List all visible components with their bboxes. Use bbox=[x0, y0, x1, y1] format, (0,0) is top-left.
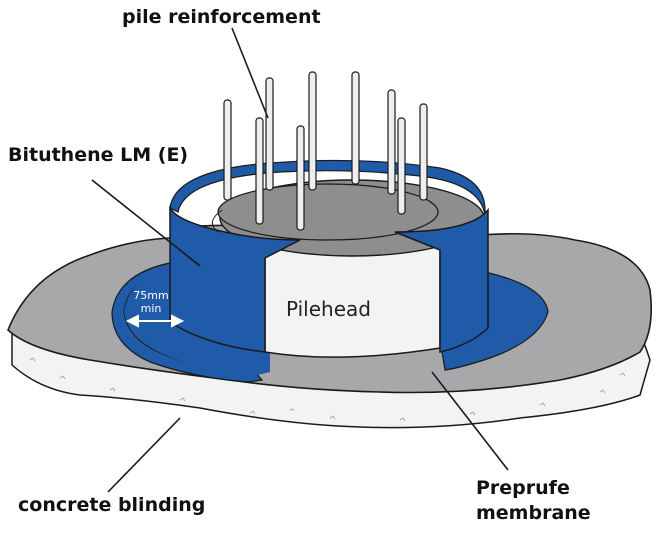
concrete-texture bbox=[29, 357, 626, 422]
preprufe-label-line2: membrane bbox=[476, 502, 591, 524]
dimension-label-line2: min bbox=[140, 302, 162, 315]
bituthene-label: Bituthene LM (E) bbox=[8, 144, 189, 166]
rebar bbox=[397, 117, 406, 215]
leader-concrete bbox=[107, 417, 181, 493]
rebar bbox=[308, 71, 317, 191]
rebar bbox=[265, 77, 274, 191]
preprufe-label-line1: Preprufe bbox=[476, 477, 570, 499]
rebar bbox=[296, 125, 305, 231]
rebar bbox=[255, 117, 264, 225]
rebar bbox=[419, 103, 428, 201]
preprufe-membrane-label: Preprufe membrane bbox=[476, 476, 591, 526]
pile-reinforcement-bars bbox=[223, 71, 428, 231]
bituthene-collar-right bbox=[394, 207, 489, 353]
pilehead-label: Pilehead bbox=[286, 297, 371, 321]
collar-rim-left bbox=[211, 209, 223, 233]
leader-lines bbox=[91, 27, 509, 493]
pile-reinforcement-label: pile reinforcement bbox=[122, 6, 321, 28]
dimension-arrow bbox=[125, 314, 185, 328]
leader-preprufe bbox=[431, 371, 509, 471]
leader-bituthene bbox=[91, 179, 201, 267]
bituthene-collar-left bbox=[169, 205, 301, 353]
collar-opening bbox=[217, 183, 439, 241]
pilehead-body bbox=[264, 244, 441, 358]
rebar bbox=[387, 89, 396, 195]
concrete-blinding-label: concrete blinding bbox=[18, 494, 206, 516]
dimension-label-line1: 75mm bbox=[133, 289, 169, 302]
dimension-label: 75mm min bbox=[128, 289, 174, 315]
leader-pile bbox=[231, 27, 269, 119]
rebar bbox=[351, 71, 360, 185]
rebar bbox=[223, 99, 232, 201]
bituthene-flange-right bbox=[439, 271, 549, 371]
